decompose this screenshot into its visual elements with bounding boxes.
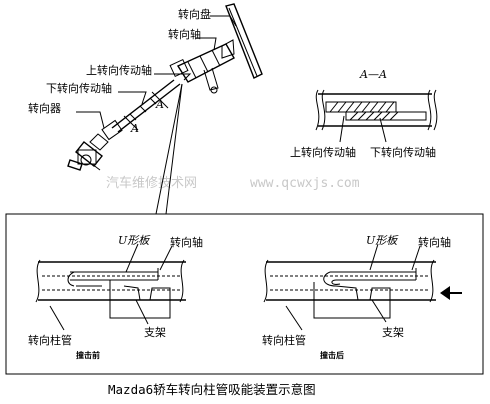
after-impact-figure: [263, 243, 462, 331]
section-title: A—A: [359, 68, 387, 81]
before-impact-figure: [35, 243, 186, 331]
label-lower-shaft: 下转向传动轴: [46, 81, 112, 95]
before-label-u-plate: U形板: [118, 234, 151, 247]
after-label-shaft: 转向轴: [418, 235, 451, 249]
after-state-label: 撞击后: [320, 350, 344, 360]
after-label-bracket: 支架: [382, 326, 404, 339]
intermediate-shaft-shape: [111, 79, 181, 133]
section-cut-lower: [123, 115, 139, 131]
label-section-a-upper: A: [155, 98, 164, 111]
leader-lines: [76, 15, 237, 129]
before-label-shaft: 转向轴: [170, 235, 203, 249]
universal-joint-shape: [89, 119, 123, 151]
section-label-lower-shaft: 下转向传动轴: [370, 145, 436, 159]
steering-wheel-shape: [221, 3, 263, 79]
column-housing-shape: [169, 43, 235, 94]
after-label-u-plate: U形板: [366, 234, 399, 247]
after-label-column: 转向柱管: [262, 333, 306, 347]
label-upper-shaft: 上转向传动轴: [86, 63, 152, 77]
label-steering-gear: 转向器: [28, 101, 61, 115]
before-state-label: 撞击前: [76, 350, 100, 360]
section-view: A—A: [315, 68, 438, 143]
detail-callout: [5, 83, 484, 375]
watermark-url: www.qcwxjs.com: [250, 176, 360, 191]
label-section-a-lower: A: [130, 122, 139, 135]
before-label-bracket: 支架: [144, 326, 166, 339]
steering-assembly: [67, 3, 263, 171]
section-label-upper-shaft: 上转向传动轴: [290, 145, 356, 159]
label-steering-shaft: 转向轴: [168, 27, 201, 41]
section-cut-upper: [151, 91, 169, 109]
figure-caption: Mazda6轿车转向柱管吸能装置示意图: [108, 382, 316, 397]
steering-gear-shape: [67, 141, 103, 171]
watermark-text: 汽车维修技术网: [106, 175, 197, 191]
impact-arrow-icon: [440, 286, 462, 300]
label-steering-wheel: 转向盘: [178, 7, 211, 21]
before-label-column: 转向柱管: [28, 333, 72, 347]
